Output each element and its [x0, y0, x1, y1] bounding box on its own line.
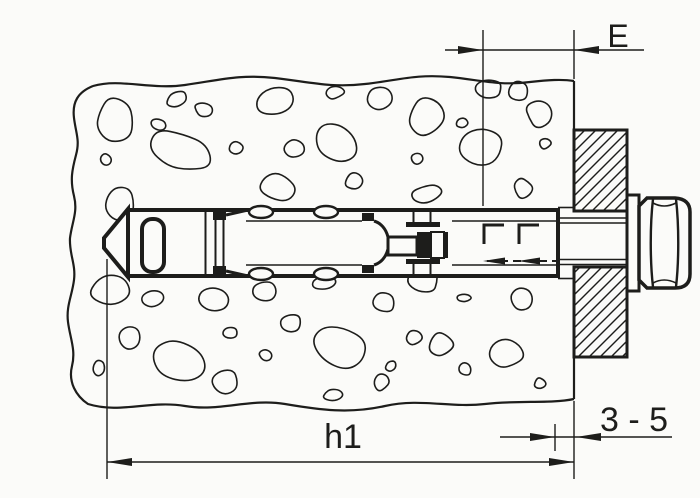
fixture-plate [572, 128, 629, 359]
position-bracket [482, 223, 504, 244]
aggregate-stone [366, 86, 393, 111]
aggregate-stone [428, 332, 455, 357]
aggregate-stone [152, 340, 206, 382]
aggregate-stone [118, 326, 141, 350]
aggregate-stone [96, 97, 134, 143]
plate-hatching [574, 130, 627, 211]
aggregate-stone [488, 338, 525, 368]
aggregate-stone [384, 360, 397, 372]
aggregate-stone [538, 137, 552, 150]
expansion-slot [140, 217, 166, 274]
thread-gap [430, 231, 445, 259]
aggregate-stone [533, 377, 547, 390]
hex-facet-line [674, 198, 680, 288]
washer [625, 193, 641, 293]
sleeve-slot-hole [247, 204, 275, 220]
dimension-gap: 3 - 5 [500, 401, 672, 451]
dimension-label-gap: 3 - 5 [600, 401, 668, 439]
aggregate-stone [373, 373, 390, 392]
aggregate-stone [92, 359, 106, 377]
collar-cap [213, 210, 226, 220]
aggregate-stone [474, 79, 502, 99]
thread-band [417, 232, 431, 258]
aggregate-stone [198, 287, 230, 312]
aggregate-stone [140, 290, 165, 308]
hex-head-outline [637, 196, 692, 290]
collar-cap [213, 266, 226, 276]
bolt-end-position-marks [482, 223, 556, 265]
aggregate-stone [458, 128, 503, 166]
sleeve-slot-hole [312, 266, 340, 282]
hex-bolt-head [637, 196, 692, 290]
aggregate-stone [228, 140, 244, 155]
aggregate-stone [410, 152, 424, 165]
spreader-bar [406, 259, 440, 264]
aggregate-stone [525, 100, 553, 129]
aggregate-stone [259, 172, 296, 202]
aggregate-stone [458, 361, 472, 376]
sleeve-slot-hole [247, 266, 275, 282]
aggregate-stone [507, 80, 529, 102]
drive-direction-arrowhead [483, 257, 505, 265]
arrowhead [530, 433, 555, 441]
dimension-label-e: E [607, 18, 628, 54]
aggregate-stone [372, 291, 395, 313]
dimension-e: E [445, 18, 644, 206]
hex-facet-line [649, 198, 655, 288]
arrowhead [549, 458, 574, 466]
aggregate-stone [279, 313, 302, 333]
aggregate-stone [405, 329, 423, 346]
aggregate-stone [258, 348, 273, 362]
aggregate-stone [325, 85, 346, 100]
aggregate-stone [251, 281, 277, 302]
plate-upper-outline [572, 128, 629, 213]
aggregate-stone [99, 153, 113, 166]
aggregate-stone [510, 287, 534, 311]
drill-hole-gap [558, 209, 574, 277]
hex-facet-arc [652, 279, 677, 284]
sleeve-slot-hole [312, 204, 340, 220]
arrowhead [458, 46, 483, 54]
expander-notch [362, 265, 374, 273]
arrowhead [576, 433, 601, 441]
aggregate-stone [256, 86, 294, 115]
aggregate-stone [315, 123, 358, 163]
aggregate-stone [411, 184, 443, 204]
aggregate-stone [89, 274, 131, 306]
aggregate-stone [455, 117, 469, 129]
aggregate-stone [408, 97, 445, 137]
expander-waist [373, 219, 390, 238]
dimension-label-h1: h1 [324, 418, 362, 456]
plate-lower-outline [572, 265, 629, 359]
expander-nut [386, 235, 419, 257]
sleeve-body-mask [128, 208, 558, 278]
thread-band [444, 232, 448, 258]
cone-tip [102, 203, 130, 283]
aggregate-stone [313, 326, 367, 370]
dimension-h1: h1 [106, 259, 575, 479]
bolt-shaft [558, 217, 627, 266]
aggregate-stone [211, 369, 238, 395]
spreader-bar [406, 222, 440, 227]
aggregate-stone [283, 139, 306, 158]
hex-facet-arc [652, 202, 677, 207]
plate-hatching [574, 267, 627, 357]
anchor-sleeve [102, 203, 574, 283]
drive-direction-arrowhead [518, 257, 540, 265]
aggregate-stone [166, 90, 187, 108]
aggregate-stone [344, 171, 364, 190]
aggregate-stone [222, 326, 238, 339]
aggregate-stone [322, 388, 344, 402]
expander-mechanism [362, 211, 448, 275]
arrowhead [574, 46, 599, 54]
aggregate-stone [513, 177, 534, 200]
aggregate-stone [194, 102, 214, 118]
arrowhead [107, 458, 132, 466]
aggregate-stone [150, 118, 167, 132]
aggregate-stone [150, 130, 212, 170]
expander-notch [362, 213, 374, 221]
aggregate-stone [456, 293, 472, 303]
position-bracket [517, 223, 539, 244]
